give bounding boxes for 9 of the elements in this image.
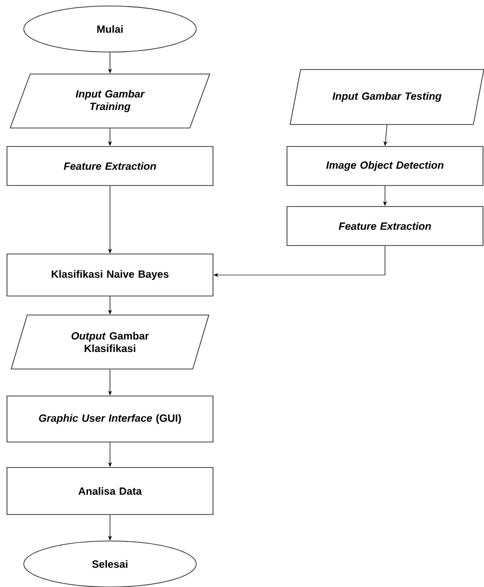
process-box: Graphic User Interface (GUI) — [6, 396, 214, 442]
process-box: Analisa Data — [6, 467, 214, 515]
process-box: Feature Extraction — [286, 206, 484, 246]
input-output-parallelogram: Input Gambar Testing — [290, 69, 484, 125]
process-box: Feature Extraction — [6, 146, 214, 186]
process-box: Klasifikasi Naive Bayes — [6, 254, 214, 296]
input-output-parallelogram: Input Gambar Training — [10, 74, 210, 128]
input-output-parallelogram: Output Gambar Klasifikasi — [10, 314, 210, 370]
process-box: Image Object Detection — [286, 146, 484, 186]
